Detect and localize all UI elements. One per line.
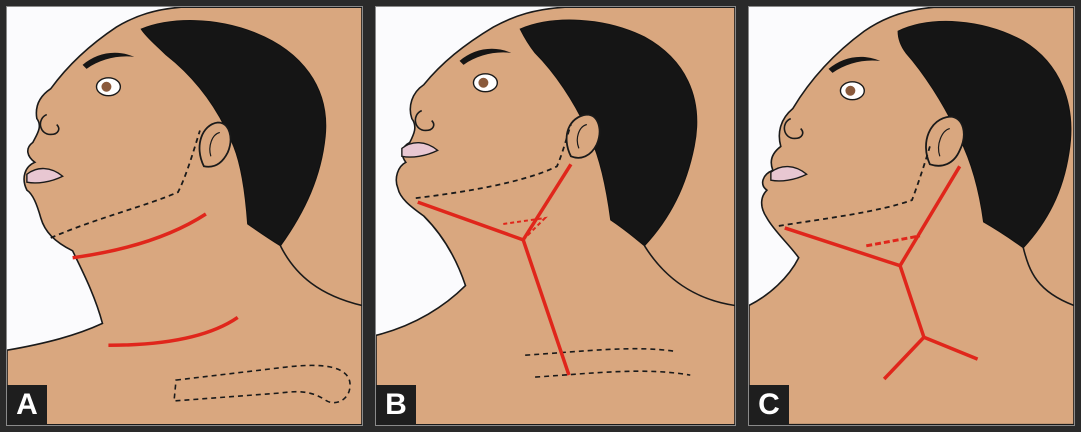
panel-a: A	[6, 6, 363, 426]
panel-label-a: A	[7, 385, 47, 425]
neck-illustration-c	[749, 7, 1074, 425]
panel-label-c: C	[749, 385, 789, 425]
iris-c	[845, 86, 855, 96]
panel-b: B	[375, 6, 736, 426]
neck-illustration-b	[376, 7, 735, 425]
iris-b	[478, 78, 488, 88]
panel-label-b: B	[376, 385, 416, 425]
iris-a	[101, 82, 111, 92]
panel-c: C	[748, 6, 1075, 426]
neck-illustration-a	[7, 7, 362, 425]
